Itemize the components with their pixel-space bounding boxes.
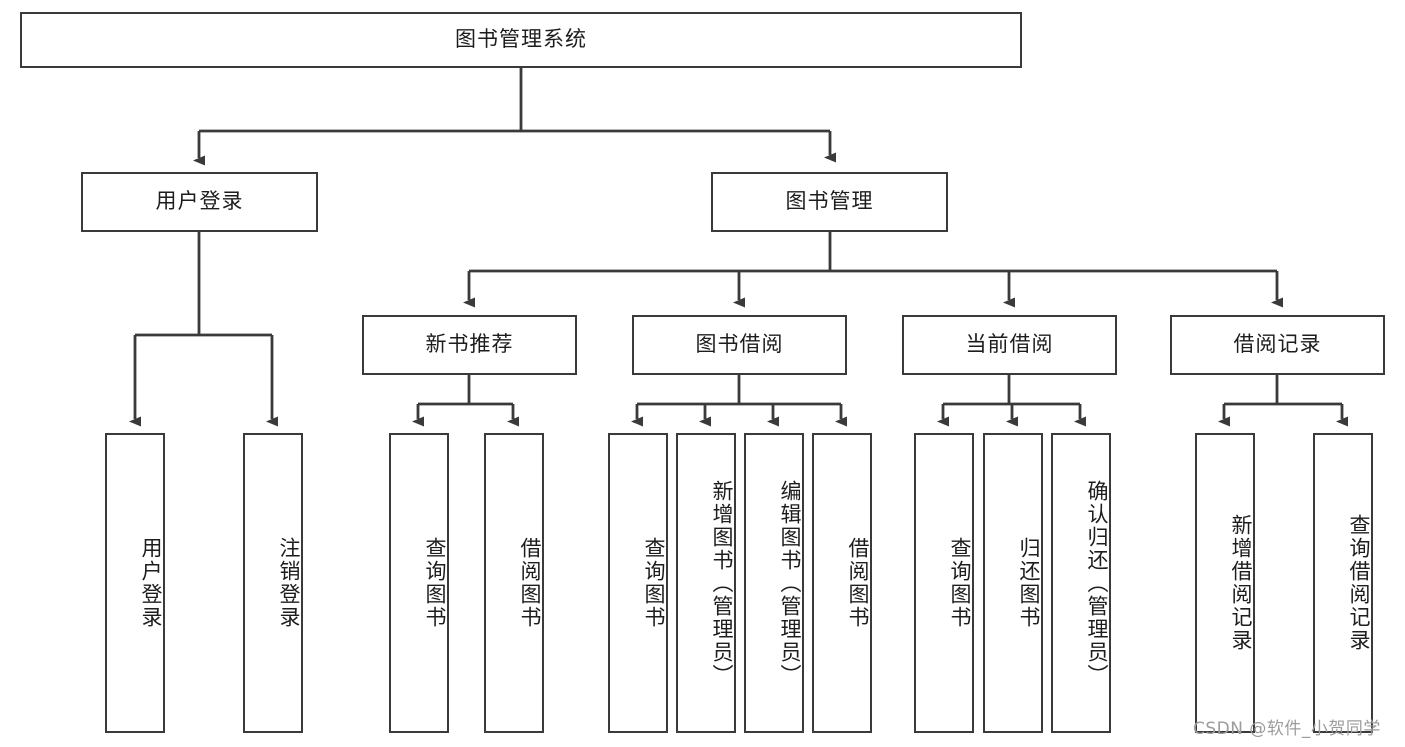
node-label: 编辑图书（管理员） xyxy=(778,479,802,687)
leaf-confirm-return-admin[interactable]: 确认归还（管理员） xyxy=(1051,433,1111,733)
leaf-borrow-book[interactable]: 借阅图书 xyxy=(812,433,872,733)
node-label: 借阅图书 xyxy=(518,537,542,629)
csdn-watermark: CSDN @软件_小贺同学 xyxy=(1193,719,1381,739)
node-label: 图书借阅 xyxy=(695,332,784,357)
node-label: 查询图书 xyxy=(423,537,447,629)
node-root-book-management-system[interactable]: 图书管理系统 xyxy=(20,12,1022,68)
node-label: 当前借阅 xyxy=(965,332,1054,357)
node-label: 图书管理 xyxy=(785,189,874,214)
node-borrow-record[interactable]: 借阅记录 xyxy=(1170,315,1385,375)
leaf-user-login[interactable]: 用户登录 xyxy=(105,433,165,733)
node-book-borrow[interactable]: 图书借阅 xyxy=(632,315,847,375)
node-book-management[interactable]: 图书管理 xyxy=(711,172,948,232)
node-label: 注销登录 xyxy=(277,537,301,629)
node-label: 查询图书 xyxy=(948,537,972,629)
node-label: 查询借阅记录 xyxy=(1347,514,1371,652)
leaf-query-borrow-record[interactable]: 查询借阅记录 xyxy=(1313,433,1373,733)
node-new-book-recommend[interactable]: 新书推荐 xyxy=(362,315,577,375)
leaf-return-book[interactable]: 归还图书 xyxy=(983,433,1043,733)
leaf-query-book-current[interactable]: 查询图书 xyxy=(914,433,974,733)
leaf-add-borrow-record[interactable]: 新增借阅记录 xyxy=(1195,433,1255,733)
node-label: 新书推荐 xyxy=(425,332,514,357)
leaf-borrow-book-recommend[interactable]: 借阅图书 xyxy=(484,433,544,733)
leaf-logout[interactable]: 注销登录 xyxy=(243,433,303,733)
leaf-edit-book-admin[interactable]: 编辑图书（管理员） xyxy=(744,433,804,733)
node-user-login[interactable]: 用户登录 xyxy=(81,172,318,232)
node-label: 查询图书 xyxy=(642,537,666,629)
node-current-borrow[interactable]: 当前借阅 xyxy=(902,315,1117,375)
leaf-add-book-admin[interactable]: 新增图书（管理员） xyxy=(676,433,736,733)
leaf-query-book-recommend[interactable]: 查询图书 xyxy=(389,433,449,733)
node-label: 新增借阅记录 xyxy=(1229,514,1253,652)
node-label: 归还图书 xyxy=(1017,537,1041,629)
node-label: 用户登录 xyxy=(155,189,244,214)
node-label: 确认归还（管理员） xyxy=(1085,479,1109,687)
node-label: 借阅记录 xyxy=(1233,332,1322,357)
leaf-query-book-borrow[interactable]: 查询图书 xyxy=(608,433,668,733)
node-label: 新增图书（管理员） xyxy=(710,479,734,687)
node-label: 用户登录 xyxy=(139,537,163,629)
node-label: 借阅图书 xyxy=(846,537,870,629)
node-label: 图书管理系统 xyxy=(455,27,587,52)
